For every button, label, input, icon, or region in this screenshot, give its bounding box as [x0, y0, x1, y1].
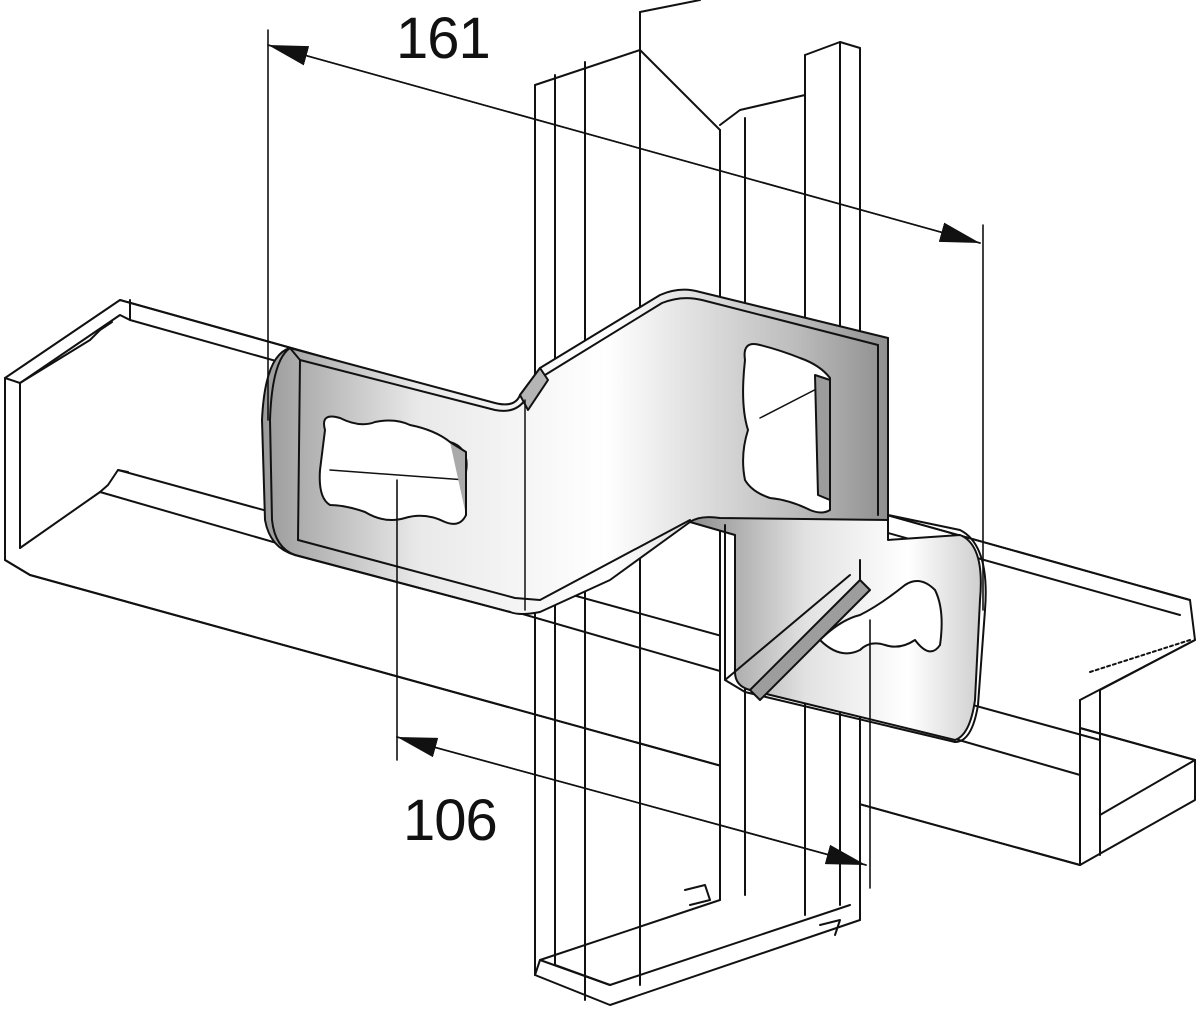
slot-holes — [318, 343, 943, 655]
dimension-106 — [396, 479, 871, 889]
overall-length-label: 161 — [396, 6, 491, 71]
dimension-161 — [267, 29, 984, 611]
hole-spacing-label: 106 — [403, 788, 498, 853]
